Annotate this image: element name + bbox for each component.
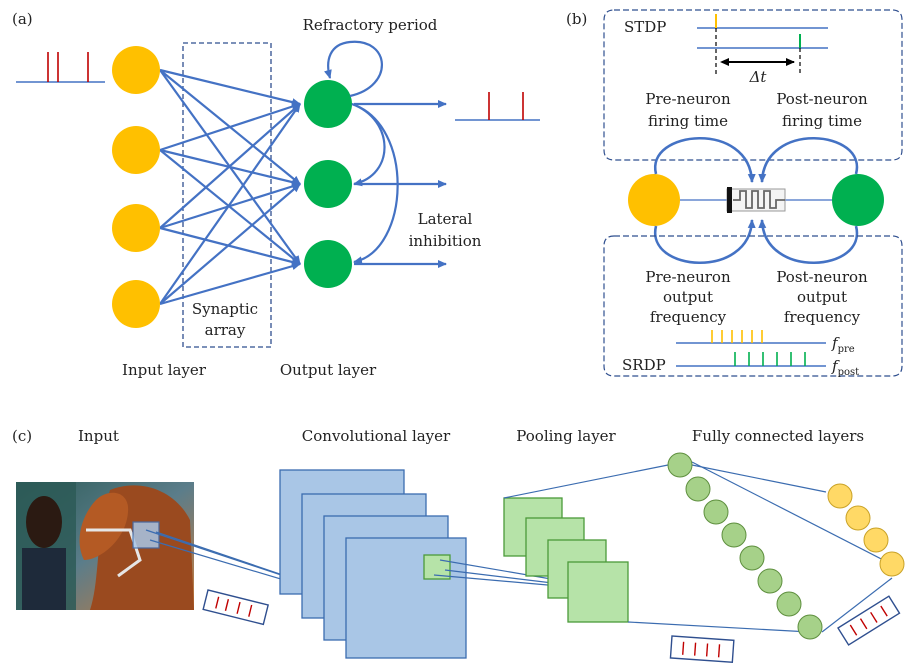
synaptic-array-label-1: Synaptic — [192, 300, 258, 318]
output-layer-label: Output layer — [280, 361, 377, 379]
spike-box-2 — [669, 635, 735, 664]
output-spike-train — [455, 92, 540, 121]
input-neuron-4 — [112, 280, 160, 328]
pre-output-label-2: output — [663, 288, 713, 306]
panel-b: (b) STDP Δt Pre-neuron firing time Post-… — [566, 9, 903, 378]
delta-t-label: Δt — [749, 68, 768, 86]
input-label: Input — [78, 427, 119, 445]
pooling-feature-maps — [503, 497, 629, 623]
output-arrows — [354, 100, 447, 268]
f-pre-label: fpre — [831, 334, 855, 355]
spike-box-1 — [202, 589, 270, 626]
spike-box-3 — [837, 595, 901, 646]
panel-b-label: (b) — [566, 10, 587, 28]
srdp-box — [603, 235, 903, 377]
fc-layer-1-nodes — [667, 452, 823, 640]
stdp-srdp-arcs — [653, 137, 859, 264]
synaptic-array-label-2: array — [205, 321, 246, 339]
post-output-label-1: Post-neuron — [776, 268, 868, 286]
post-firing-label-1: Post-neuron — [776, 90, 868, 108]
output-neuron-3 — [304, 240, 352, 288]
fc-layer-2-nodes — [827, 483, 905, 577]
conv-layer-label: Convolutional layer — [302, 427, 451, 445]
stdp-label: STDP — [624, 18, 666, 36]
output-neuron-1 — [304, 80, 352, 128]
panel-c: (c) Input Convolutional layer Pooling la… — [12, 427, 905, 664]
pre-neuron — [628, 174, 680, 226]
input-neuron-2 — [112, 126, 160, 174]
lateral-inhibition-label-1: Lateral — [418, 210, 473, 228]
pooling-layer-label: Pooling layer — [516, 427, 616, 445]
conv-feature-maps — [279, 469, 467, 659]
fc-connection-lines — [503, 461, 896, 633]
post-neuron — [832, 174, 884, 226]
input-horse-photo — [16, 482, 194, 610]
output-neuron-2 — [304, 160, 352, 208]
stdp-box — [603, 9, 903, 161]
f-post-label: fpost — [831, 357, 859, 378]
panel-a-label: (a) — [12, 10, 33, 28]
pre-output-label-3: frequency — [650, 308, 727, 326]
srdp-label: SRDP — [622, 356, 666, 374]
refractory-period-label: Refractory period — [303, 16, 438, 34]
synaptic-connections — [159, 68, 301, 306]
pre-output-label-1: Pre-neuron — [645, 268, 731, 286]
fc-layers-label: Fully connected layers — [692, 427, 864, 445]
srdp-spike-lines — [676, 330, 826, 367]
lateral-inhibition-arrows — [351, 102, 399, 265]
input-spike-train — [16, 52, 105, 83]
post-output-label-2: output — [797, 288, 847, 306]
input-neuron-3 — [112, 204, 160, 252]
memristor-icon — [726, 187, 786, 213]
pre-firing-label-1: Pre-neuron — [645, 90, 731, 108]
refractory-loop-arrow — [324, 40, 383, 98]
post-output-label-3: frequency — [784, 308, 861, 326]
post-firing-label-2: firing time — [782, 112, 862, 130]
panel-a: (a) — [12, 10, 540, 379]
panel-c-label: (c) — [12, 427, 32, 445]
pre-firing-label-2: firing time — [648, 112, 728, 130]
stdp-spike-lines — [697, 14, 828, 76]
input-layer-label: Input layer — [122, 361, 207, 379]
synaptic-array-box — [182, 42, 272, 348]
lateral-inhibition-label-2: inhibition — [409, 232, 482, 250]
input-patch-box — [132, 521, 160, 549]
input-neuron-1 — [112, 46, 160, 94]
